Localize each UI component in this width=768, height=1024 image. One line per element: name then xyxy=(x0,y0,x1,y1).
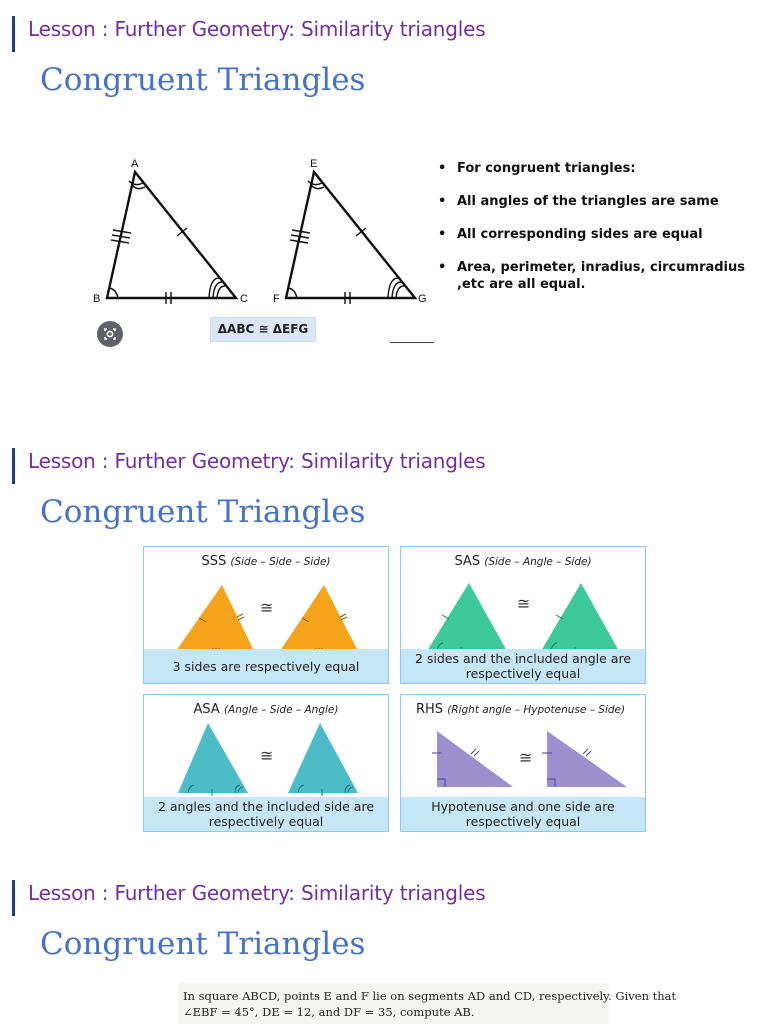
bullet-item: •Area, perimeter, inradius, circumradius… xyxy=(438,260,746,292)
vertex-label-a: A xyxy=(131,158,139,170)
lesson-title: Lesson : Further Geometry: Similarity tr… xyxy=(28,881,486,905)
side-marks-abc xyxy=(108,180,226,304)
triangle-right xyxy=(288,723,358,793)
triangle-right xyxy=(547,731,627,787)
problem-line: ∠EBF = 45°, DE = 12, and DF = 35, comput… xyxy=(183,1005,475,1019)
criterion-card-asa: ASA (Angle – Side – Angle) ≅ 2 angles an… xyxy=(143,694,389,832)
bullet-dot: • xyxy=(438,260,447,275)
bullet-dot: • xyxy=(438,194,447,209)
vertex-label-g: G xyxy=(418,293,427,305)
criterion-description: Hypotenuse and one side are respectively… xyxy=(401,797,645,831)
criterion-heading: ASA (Angle – Side – Angle) xyxy=(193,702,339,717)
vertex-label-b: B xyxy=(93,293,100,305)
criterion-card-sas: SAS (Side – Angle – Side) ≅ 2 sides and … xyxy=(400,546,646,684)
bullet-item: •For congruent triangles: xyxy=(438,161,636,176)
criterion-description: 3 sides are respectively equal xyxy=(144,649,388,683)
bullet-dot: • xyxy=(438,227,447,242)
criterion-heading: SAS (Side – Angle – Side) xyxy=(454,554,592,569)
triangle-right xyxy=(280,585,358,651)
vertex-label-c: C xyxy=(240,293,248,305)
criterion-heading: SSS (Side – Side – Side) xyxy=(201,554,331,569)
congruent-symbol: ≅ xyxy=(517,594,530,613)
congruent-symbol: ≅ xyxy=(260,598,273,617)
criterion-description: 2 angles and the included side are respe… xyxy=(144,797,388,831)
slide-2: Lesson : Further Geometry: Similarity tr… xyxy=(0,432,768,864)
vertex-label-e: E xyxy=(310,158,317,170)
bullet-item: •All corresponding sides are equal xyxy=(438,227,703,242)
congruent-symbol: ≅ xyxy=(260,746,273,765)
triangle-right xyxy=(541,583,619,651)
vertex-label-f: F xyxy=(273,293,280,305)
problem-line: In square ABCD, points E and F lie on se… xyxy=(183,989,677,1003)
rhs-triangles: ≅ xyxy=(432,731,627,787)
slide-title: Congruent Triangles xyxy=(40,62,366,98)
congruence-label: ΔABC ≅ ΔEFG xyxy=(210,317,316,342)
lesson-title: Lesson : Further Geometry: Similarity tr… xyxy=(28,17,486,41)
slide-1: Lesson : Further Geometry: Similarity tr… xyxy=(0,0,768,432)
divider-line xyxy=(390,342,434,343)
triangles-drawing: A B C E F G xyxy=(93,158,427,305)
accent-bar xyxy=(12,880,15,916)
sas-triangles: ≅ xyxy=(427,583,619,653)
triangle-left xyxy=(178,723,248,793)
accent-bar xyxy=(12,448,15,484)
criterion-card-sss: SSS (Side – Side – Side) ≅ 3 sides are r… xyxy=(143,546,389,684)
criterion-description: 2 sides and the included angle are respe… xyxy=(401,649,645,683)
image-search-button[interactable] xyxy=(97,321,123,347)
slide-title: Congruent Triangles xyxy=(40,494,366,530)
lens-icon xyxy=(104,328,116,340)
bullet-dot: • xyxy=(438,161,447,176)
criterion-heading: RHS (Right angle – Hypotenuse – Side) xyxy=(416,702,626,717)
accent-bar xyxy=(12,16,15,52)
triangle-left xyxy=(427,583,507,651)
triangle-left xyxy=(176,585,254,651)
property-bullets: •For congruent triangles: •All angles of… xyxy=(436,160,756,309)
bullet-item: •All angles of the triangles are same xyxy=(438,194,719,209)
congruent-triangles-figure: A B C E F G xyxy=(88,150,438,350)
lesson-title: Lesson : Further Geometry: Similarity tr… xyxy=(28,449,486,473)
congruent-symbol: ≅ xyxy=(519,748,532,767)
triangle-left xyxy=(437,731,513,787)
side-marks-efg xyxy=(287,180,405,304)
asa-triangles: ≅ xyxy=(178,723,358,796)
criterion-card-rhs: RHS (Right angle – Hypotenuse – Side) ≅ … xyxy=(400,694,646,832)
congruence-criteria-grid: SSS (Side – Side – Side) ≅ 3 sides are r… xyxy=(143,546,647,833)
slide-title: Congruent Triangles xyxy=(40,926,366,962)
slide-3: Lesson : Further Geometry: Similarity tr… xyxy=(0,864,768,1024)
sss-triangles: ≅ xyxy=(176,585,358,653)
problem-statement: In square ABCD, points E and F lie on se… xyxy=(178,983,677,1024)
